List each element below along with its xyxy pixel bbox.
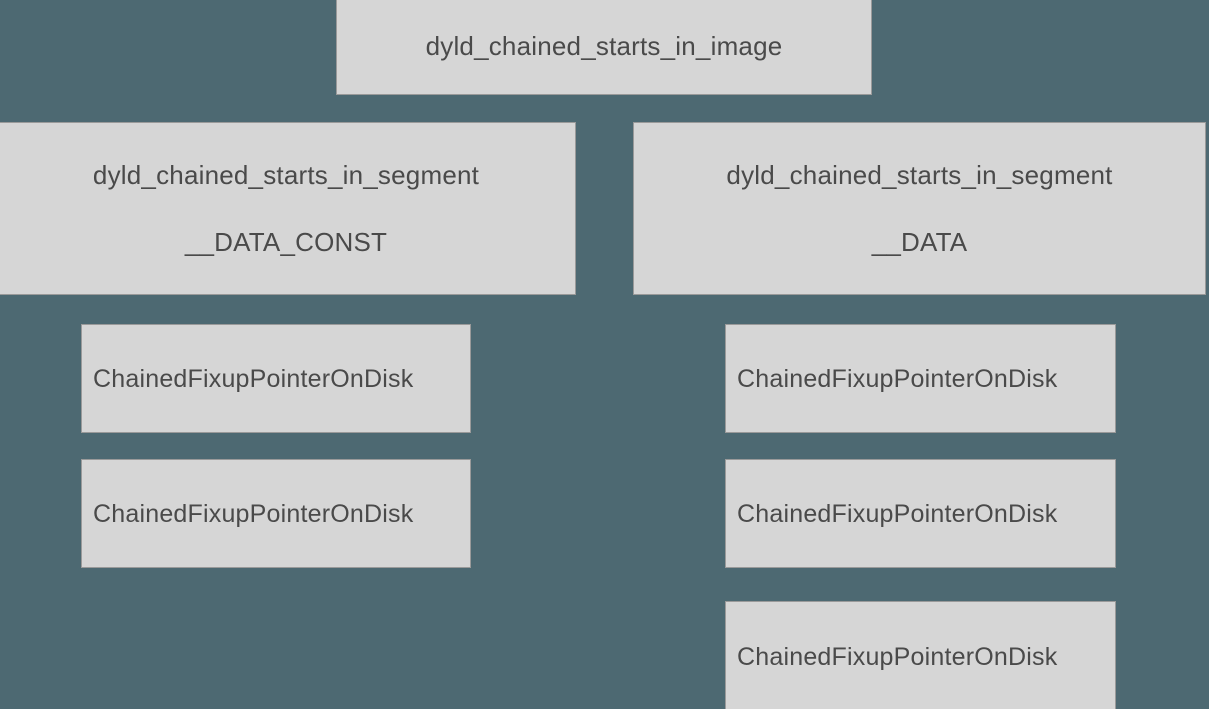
node-segment-name: __DATA_CONST xyxy=(184,227,388,257)
node-chained-fixup-pointer: ChainedFixupPointerOnDisk xyxy=(81,459,471,568)
node-chained-fixup-pointer-label: ChainedFixupPointerOnDisk xyxy=(93,364,414,393)
node-segment-struct-label: dyld_chained_starts_in_segment xyxy=(92,160,480,190)
node-segment-data: dyld_chained_starts_in_segment __DATA xyxy=(633,122,1206,295)
node-segment-data-const: dyld_chained_starts_in_segment __DATA_CO… xyxy=(0,122,576,295)
node-segment-struct-label: dyld_chained_starts_in_segment xyxy=(726,160,1113,190)
node-segment-name: __DATA xyxy=(871,227,968,257)
node-chained-fixup-pointer: ChainedFixupPointerOnDisk xyxy=(81,324,471,433)
node-chained-fixup-pointer: ChainedFixupPointerOnDisk xyxy=(725,459,1116,568)
node-chained-fixup-pointer-label: ChainedFixupPointerOnDisk xyxy=(737,364,1058,393)
node-chained-fixup-pointer: ChainedFixupPointerOnDisk xyxy=(725,601,1116,709)
node-root-label: dyld_chained_starts_in_image xyxy=(425,30,783,61)
node-chained-fixup-pointer-label: ChainedFixupPointerOnDisk xyxy=(93,499,414,528)
node-chained-fixup-pointer-label: ChainedFixupPointerOnDisk xyxy=(737,643,1058,671)
node-chained-fixup-pointer: ChainedFixupPointerOnDisk xyxy=(725,324,1116,433)
node-dyld-chained-starts-in-image: dyld_chained_starts_in_image xyxy=(336,0,872,95)
node-chained-fixup-pointer-label: ChainedFixupPointerOnDisk xyxy=(737,499,1058,528)
